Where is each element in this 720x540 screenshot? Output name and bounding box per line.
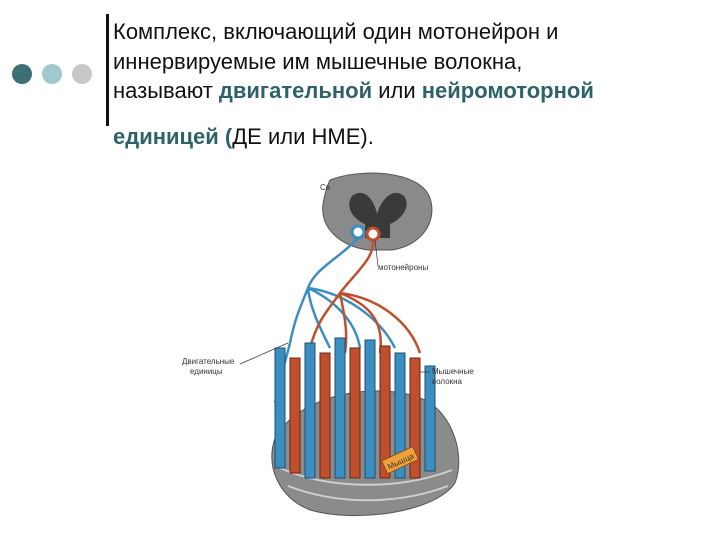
- vertical-divider: [106, 14, 109, 126]
- fiber-red: [379, 345, 391, 479]
- fiber-blue: [364, 339, 376, 479]
- label-fibers-1: Мышечные: [432, 367, 474, 376]
- line-3-pre: называют: [113, 78, 219, 103]
- line-4-post: ДЕ или НМЕ).: [232, 123, 374, 149]
- line-2: иннервируемые им мышечные волокна,: [113, 48, 523, 74]
- fiber-red: [289, 357, 301, 474]
- fiber-blue: [394, 352, 406, 479]
- label-top: Св: [320, 183, 330, 192]
- label-units-1: Двигательные: [182, 357, 235, 366]
- neuron-red-body: [365, 226, 381, 242]
- spinal-cord-section: [322, 172, 433, 251]
- motor-unit-figure: Св мотонейроны Двигательные единицы Мыше…: [180, 168, 480, 528]
- dot-dark: [12, 64, 32, 84]
- fiber-blue: [424, 365, 436, 472]
- fiber-red: [349, 347, 361, 479]
- fiber-blue: [304, 342, 316, 479]
- fiber-blue: [334, 337, 346, 479]
- term-neyromotornoy: нейромоторной: [421, 78, 594, 103]
- term-dvigatelnoy: двигательной: [218, 78, 373, 103]
- fiber-red: [319, 352, 331, 479]
- label-motoneurons: мотонейроны: [378, 263, 428, 272]
- muscle-striation: [279, 467, 453, 486]
- grey-matter: [349, 192, 407, 238]
- line-1: Комплекс, включающий один мотонейрон и: [113, 19, 559, 44]
- label-fibers-2: волокна: [432, 377, 463, 386]
- muscle-fibers: [274, 337, 436, 479]
- line-4: единицей (ДЕ или НМЕ).: [113, 122, 713, 152]
- muscle-striation: [287, 485, 449, 502]
- label-units-2: единицы: [190, 367, 223, 376]
- fiber-blue: [274, 347, 286, 469]
- dot-light-teal: [42, 64, 62, 84]
- definition-paragraph: Комплекс, включающий один мотонейрон и и…: [113, 17, 713, 151]
- term-edinitsey: единицей (: [113, 123, 233, 149]
- red-nerve-fibers: [308, 239, 422, 354]
- dot-gray: [72, 64, 92, 84]
- bullet-dots-icon: [12, 64, 102, 86]
- motor-unit-illustration: Св мотонейроны Двигательные единицы Мыше…: [182, 172, 474, 517]
- neuron-blue-body: [350, 224, 366, 240]
- line-3-mid: или: [372, 78, 422, 103]
- fiber-red: [409, 357, 421, 479]
